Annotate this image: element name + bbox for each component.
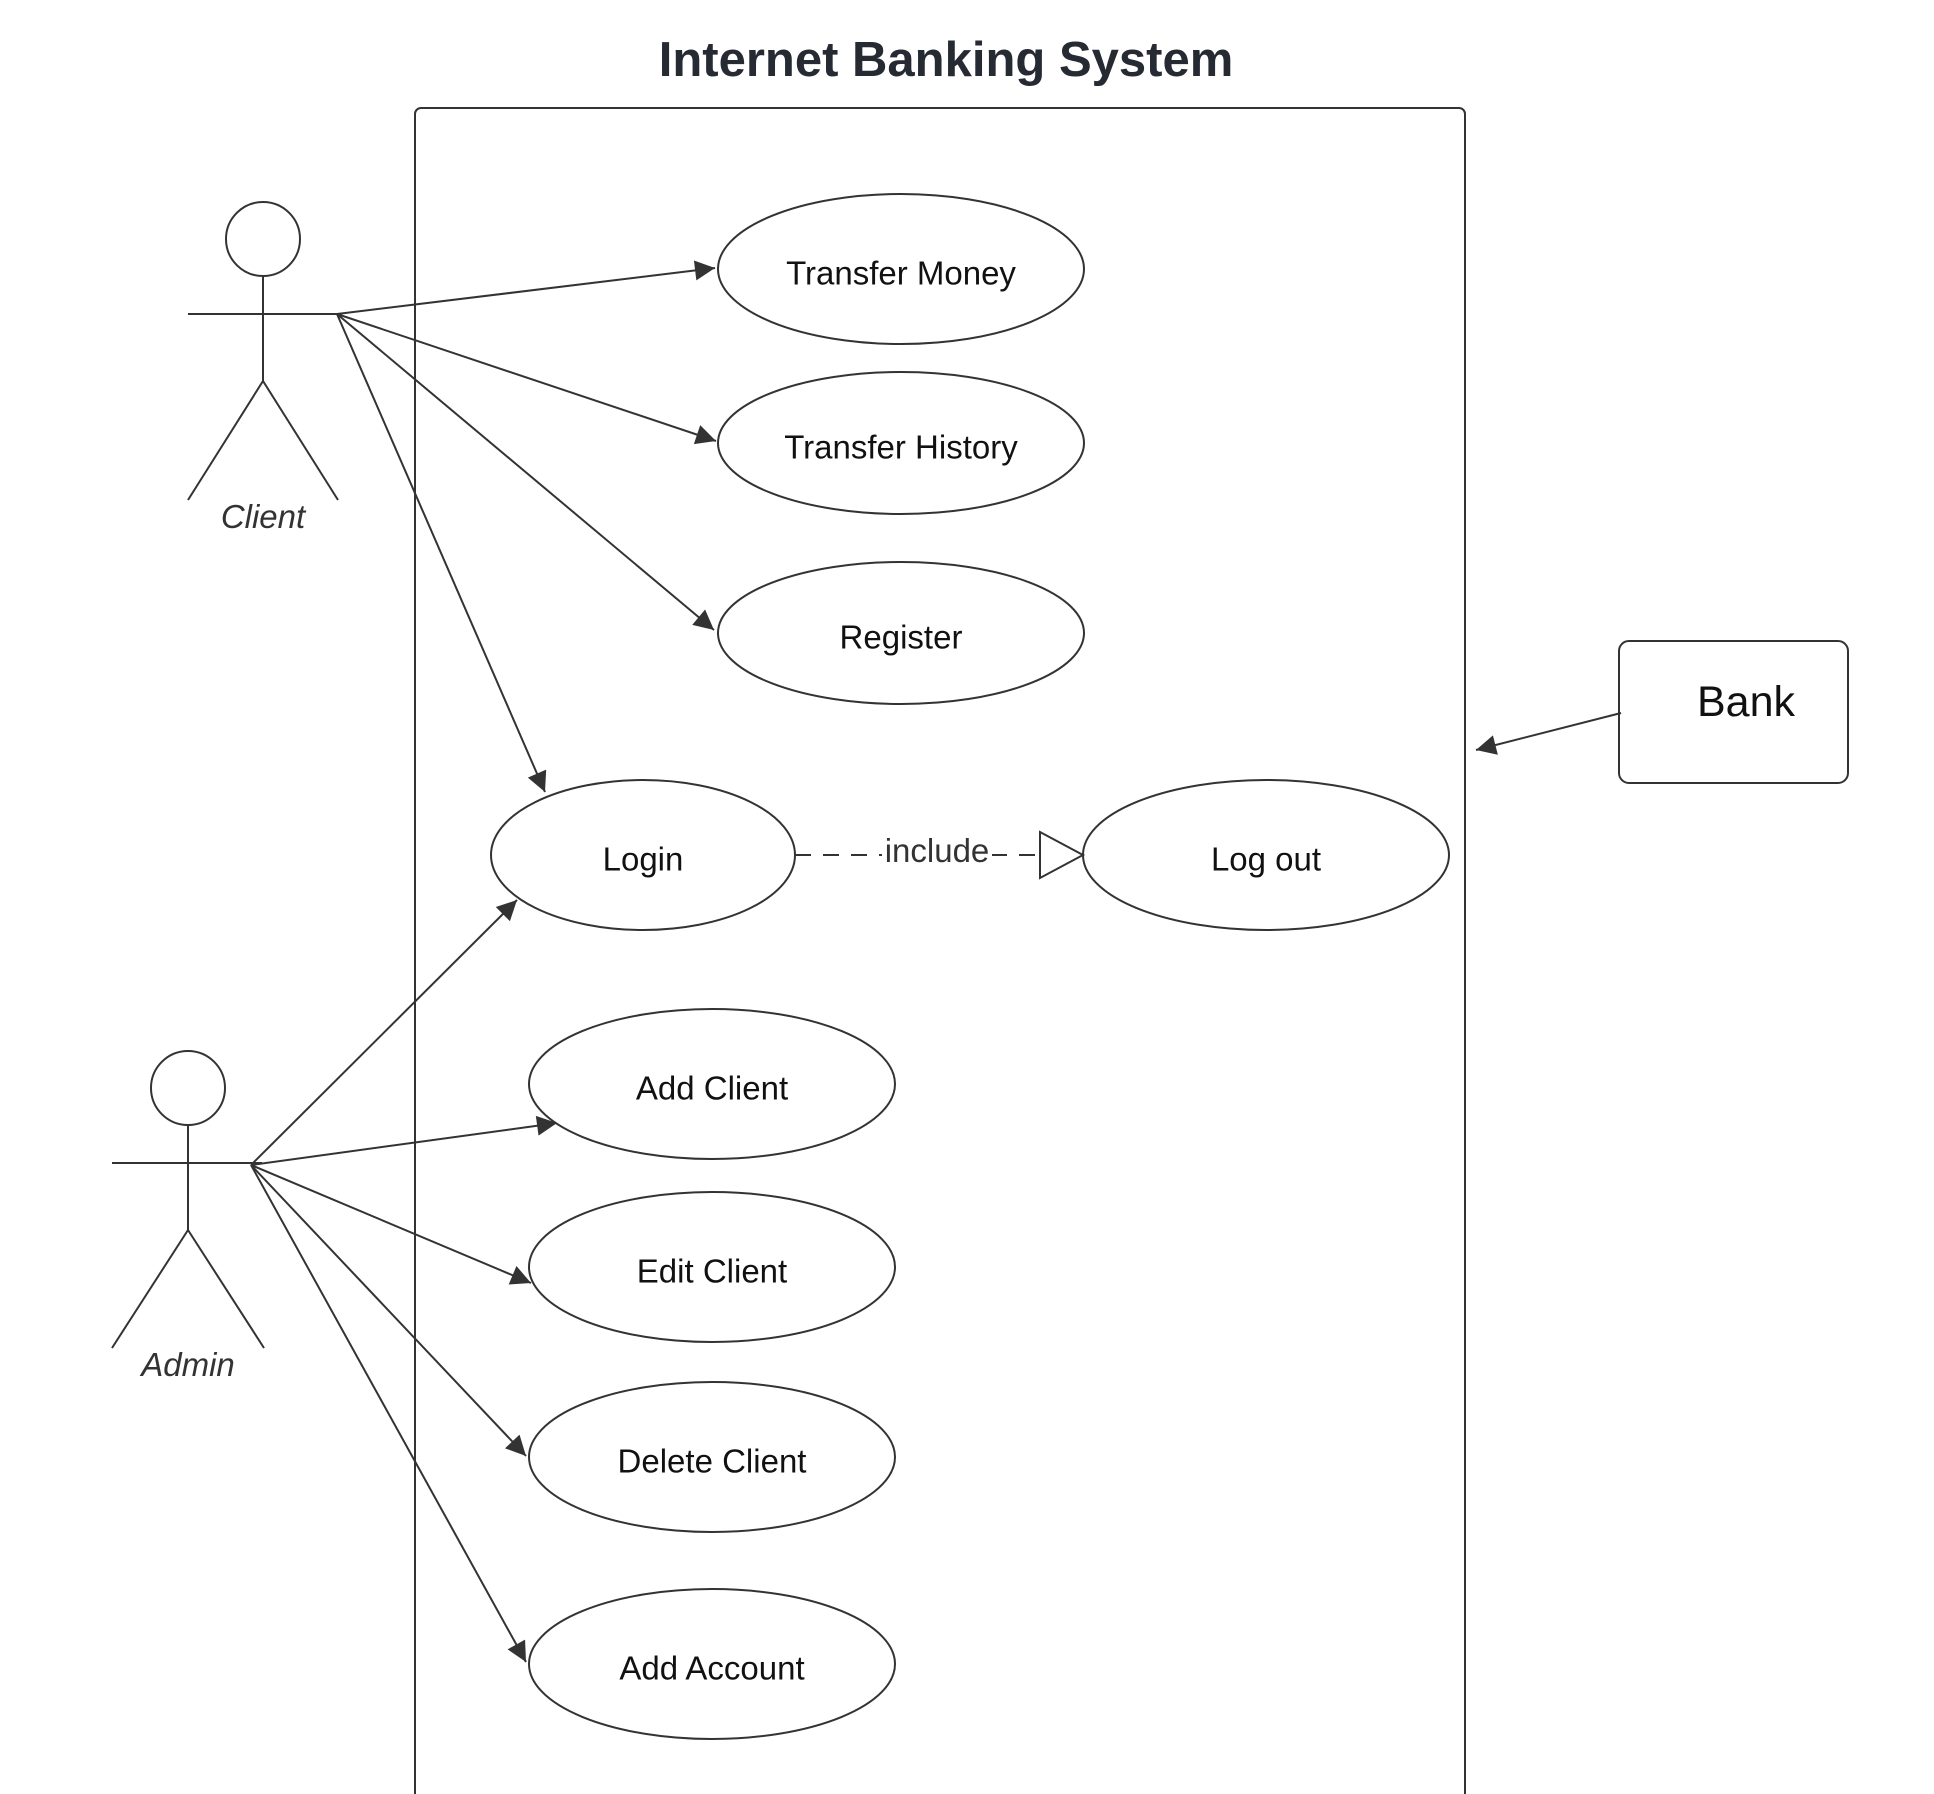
client-head — [225, 201, 301, 277]
admin-to-delete-client-arrow — [250, 1164, 527, 1457]
client-to-transfer-history-arrow — [336, 313, 717, 445]
include-label: include — [885, 832, 990, 869]
use-case-label: Login — [603, 841, 684, 878]
use-case-transfer-money: Transfer Money — [717, 193, 1085, 345]
use-case-label: Register — [840, 619, 963, 656]
include-label-bg — [882, 830, 992, 870]
associations — [250, 260, 1622, 1663]
client-right-leg — [262, 380, 339, 501]
use-case-ellipse — [528, 1008, 896, 1160]
client-to-register-arrow — [336, 313, 715, 631]
use-case-delete-client: Delete Client — [528, 1381, 896, 1533]
admin-head — [150, 1050, 226, 1126]
admin-to-edit-client-arrow — [250, 1164, 532, 1285]
use-case-add-client: Add Client — [528, 1008, 896, 1160]
bank-label: Bank — [1697, 678, 1796, 726]
use-case-ellipse — [717, 371, 1085, 515]
include-relationship: include — [795, 830, 1086, 880]
use-case-ellipse — [717, 561, 1085, 705]
client-actor: Client — [187, 201, 339, 535]
system-boundary — [414, 107, 1466, 1794]
use-case-label: Transfer Money — [786, 255, 1016, 292]
client-to-login-arrow — [336, 313, 547, 793]
use-case-label: Transfer History — [784, 429, 1018, 466]
diagram-title: Internet Banking System — [659, 33, 1234, 87]
admin-to-add-client-arrow — [250, 1115, 558, 1166]
use-case-label: Delete Client — [618, 1443, 807, 1480]
client-to-transfer-money-arrow — [336, 260, 716, 315]
use-case-ellipse — [528, 1191, 896, 1343]
use-case-label: Add Client — [636, 1070, 788, 1107]
use-case-transfer-history: Transfer History — [717, 371, 1085, 515]
use-case-label: Edit Client — [637, 1253, 787, 1290]
admin-label: Admin — [139, 1346, 235, 1383]
use-case-label: Add Account — [619, 1650, 804, 1687]
use-case-ellipse — [528, 1381, 896, 1533]
bank-to-system-arrow — [1475, 712, 1622, 755]
use-case-add-account: Add Account — [528, 1588, 896, 1740]
use-case-edit-client: Edit Client — [528, 1191, 896, 1343]
use-case-register: Register — [717, 561, 1085, 705]
use-case-logout: Log out — [1082, 779, 1450, 931]
admin-to-add-account-arrow — [250, 1164, 527, 1663]
admin-left-leg — [111, 1229, 189, 1349]
admin-to-login-arrow — [250, 899, 518, 1166]
use-case-login: Login — [490, 779, 796, 931]
use-case-label: Log out — [1211, 841, 1321, 878]
use-case-ellipse — [717, 193, 1085, 345]
include-hollow-arrowhead — [1039, 830, 1086, 880]
admin-actor: Admin — [111, 1050, 265, 1383]
bank-actor: Bank — [1618, 640, 1849, 784]
bank-box — [1618, 640, 1849, 784]
use-case-ellipse — [528, 1588, 896, 1740]
client-label: Client — [221, 498, 307, 535]
admin-right-leg — [187, 1229, 265, 1349]
client-left-leg — [187, 380, 264, 501]
